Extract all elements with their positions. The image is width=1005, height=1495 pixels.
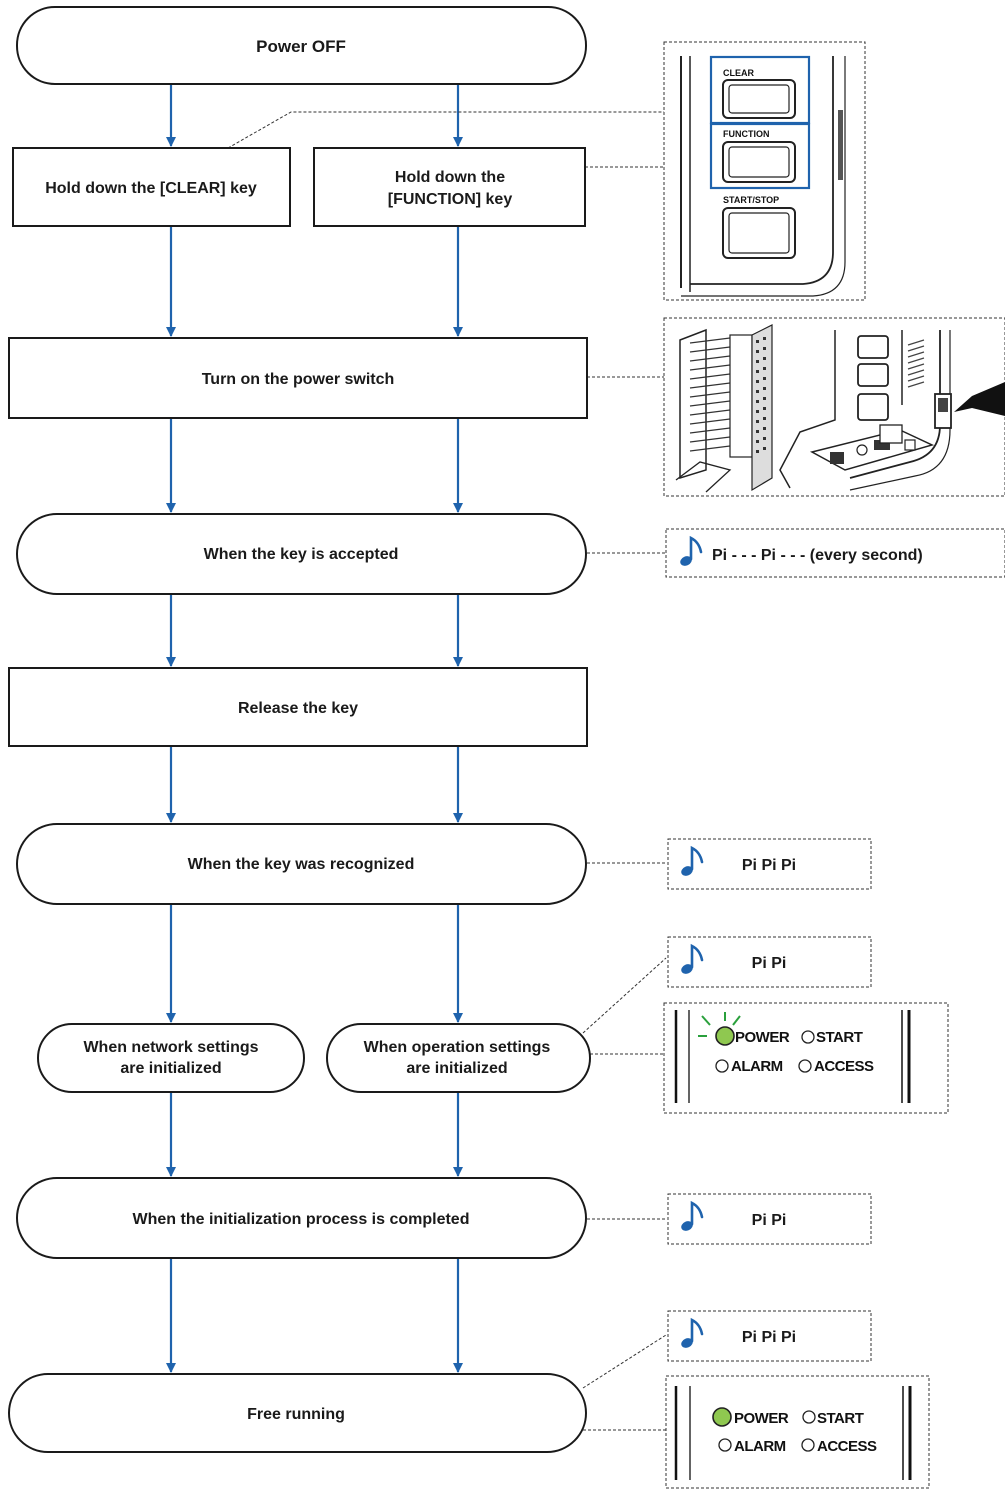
led-panel-blinking: POWER START ALARM ACCESS xyxy=(663,1002,949,1114)
svg-text:START: START xyxy=(816,1029,863,1046)
step-key-recognized: When the key was recognized xyxy=(16,823,587,905)
svg-text:ALARM: ALARM xyxy=(734,1438,786,1455)
step-power-off: Power OFF xyxy=(16,6,587,85)
svg-text:When the initialization proces: When the initialization process is compl… xyxy=(133,1211,470,1228)
step-init-completed: When the initialization process is compl… xyxy=(16,1177,587,1259)
step-operation-initialized: When operation settings are initialized xyxy=(326,1023,591,1093)
svg-text:When network settings: When network settings xyxy=(83,1039,258,1056)
start-stop-key xyxy=(722,207,796,259)
svg-text:Release the key: Release the key xyxy=(238,700,358,717)
blink-marks xyxy=(698,1012,741,1037)
svg-text:Pi - - - Pi - - - (every secon: Pi - - - Pi - - - (every second) xyxy=(712,547,923,564)
alarm-led xyxy=(715,1059,729,1073)
step-hold-function-key: Hold down the [FUNCTION] key xyxy=(313,147,586,227)
flow-arrows xyxy=(166,84,463,1373)
access-led xyxy=(798,1059,812,1073)
power-led xyxy=(712,1407,732,1427)
power-led xyxy=(715,1026,735,1046)
svg-text:ACCESS: ACCESS xyxy=(817,1438,877,1455)
step-turn-on-power: Turn on the power switch xyxy=(8,337,588,419)
start-led xyxy=(801,1030,815,1044)
svg-text:Pi Pi Pi: Pi Pi Pi xyxy=(742,857,796,874)
device-keys-illustration: CLEAR FUNCTION START/STOP xyxy=(663,41,866,301)
sound-callout-completed: Pi Pi xyxy=(667,1193,872,1245)
arrow-pointer-icon xyxy=(954,382,1005,416)
step-network-initialized: When network settings are initialized xyxy=(37,1023,305,1093)
svg-text:Power OFF: Power OFF xyxy=(256,37,346,56)
svg-text:Pi Pi: Pi Pi xyxy=(752,1212,787,1229)
clear-key-label: CLEAR xyxy=(723,68,754,78)
step-release-key: Release the key xyxy=(8,667,588,747)
clear-key xyxy=(722,79,796,119)
svg-text:ALARM: ALARM xyxy=(731,1058,783,1075)
sound-callout-free-running: Pi Pi Pi xyxy=(667,1310,872,1362)
svg-text:Free running: Free running xyxy=(247,1406,345,1423)
power-switch-illustration xyxy=(663,317,1005,497)
svg-text:When the key is accepted: When the key is accepted xyxy=(204,546,399,563)
step-key-accepted: When the key is accepted xyxy=(16,513,587,595)
svg-text:POWER: POWER xyxy=(734,1410,789,1427)
function-key xyxy=(722,141,796,183)
svg-text:ACCESS: ACCESS xyxy=(814,1058,874,1075)
svg-text:Pi Pi: Pi Pi xyxy=(752,955,787,972)
terminal-block xyxy=(675,324,773,493)
svg-text:are initialized: are initialized xyxy=(406,1060,507,1077)
svg-text:Hold down the [CLEAR] key: Hold down the [CLEAR] key xyxy=(45,180,257,197)
leader-lines xyxy=(227,111,710,1431)
step-free-running: Free running xyxy=(8,1373,587,1453)
access-led xyxy=(801,1438,815,1452)
svg-text:POWER: POWER xyxy=(735,1029,790,1046)
svg-text:Pi Pi Pi: Pi Pi Pi xyxy=(742,1329,796,1346)
svg-text:START: START xyxy=(817,1410,864,1427)
led-panel-steady: POWER START ALARM ACCESS xyxy=(665,1375,930,1489)
sound-callout-initialized: Pi Pi xyxy=(667,936,872,988)
alarm-led xyxy=(718,1438,732,1452)
svg-text:are initialized: are initialized xyxy=(120,1060,221,1077)
function-key-label: FUNCTION xyxy=(723,129,770,139)
start-stop-key-label: START/STOP xyxy=(723,195,779,205)
svg-text:When the key was recognized: When the key was recognized xyxy=(188,856,415,873)
svg-text:Hold down the: Hold down the xyxy=(395,169,505,186)
svg-text:When operation settings: When operation settings xyxy=(364,1039,551,1056)
sound-callout-recognized: Pi Pi Pi xyxy=(667,838,872,890)
sound-callout-accepted: Pi - - - Pi - - - (every second) xyxy=(665,528,1005,578)
start-led xyxy=(802,1410,816,1424)
step-hold-clear-key: Hold down the [CLEAR] key xyxy=(12,147,291,227)
svg-text:Turn on the power switch: Turn on the power switch xyxy=(202,371,395,388)
svg-text:[FUNCTION] key: [FUNCTION] key xyxy=(388,191,513,208)
